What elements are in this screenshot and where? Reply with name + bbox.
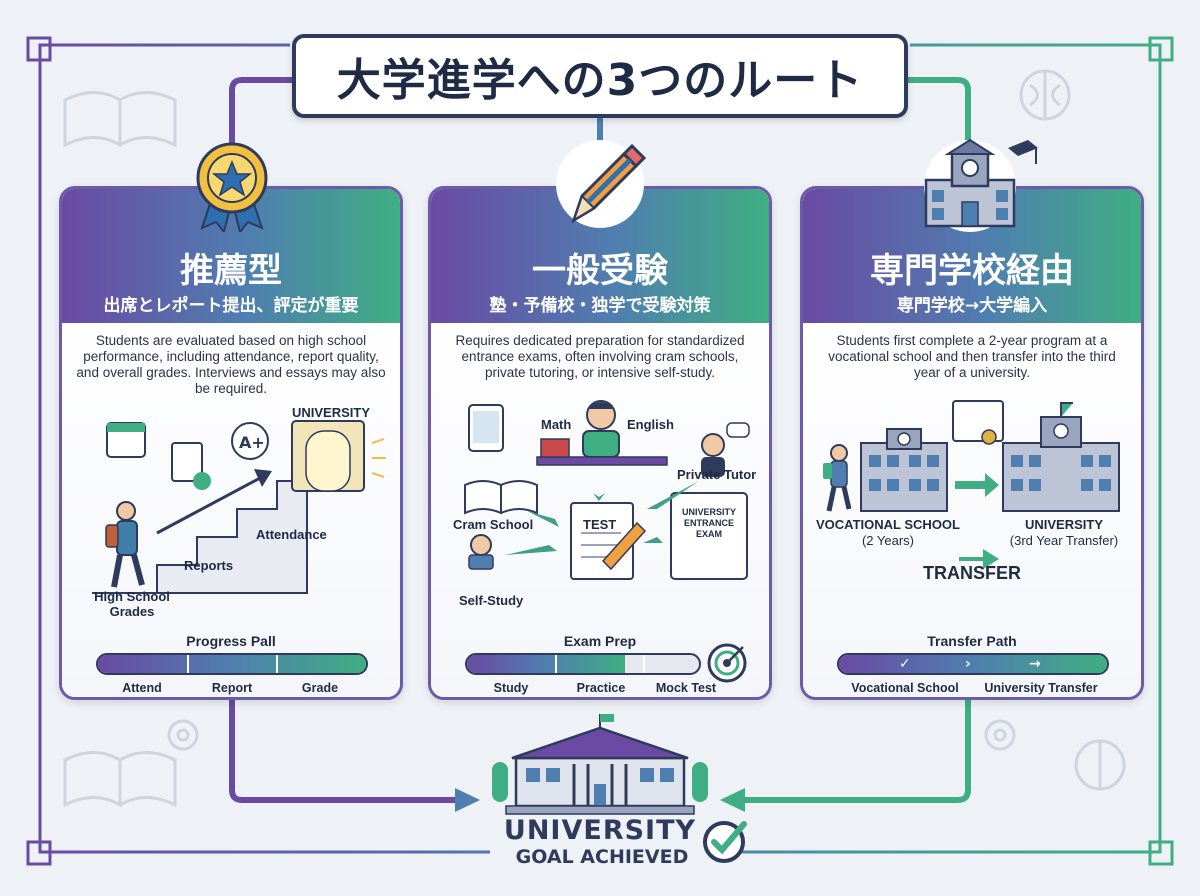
bar-label-attend: Attend	[122, 681, 162, 695]
bar-label-report: Report	[211, 681, 253, 695]
transfer-label: TRANSFER	[923, 563, 1021, 583]
route-panel-recommendation: 推薦型 出席とレポート提出、評定が重要 Students are evaluat…	[59, 186, 403, 700]
panel-description: Students first complete a 2-year program…	[828, 333, 1116, 380]
chevron-right-icon: ›	[965, 656, 971, 672]
bar-label-vocational: Vocational School	[851, 681, 959, 695]
bar-label-mock-test: Mock Test	[655, 681, 717, 695]
progress-divider	[643, 655, 645, 673]
exam-prep-illustration	[464, 400, 750, 580]
bar-label-study: Study	[493, 681, 529, 695]
university-label: UNIVERSITY	[1024, 517, 1103, 532]
target-icon	[707, 643, 747, 683]
transfer-illustration	[823, 400, 1120, 569]
route-panel-vocational: 専門学校経由 専門学校→大学編入 Students first complete…	[800, 186, 1144, 700]
entrance-exam-label: UNIVERSITY ENTRANCE EXAM	[681, 507, 736, 539]
panel-subtitle: 専門学校→大学編入	[896, 296, 1048, 316]
bar-label-practice: Practice	[576, 681, 626, 695]
panel-subtitle: 出席とレポート提出、評定が重要	[103, 296, 359, 316]
math-label: Math	[541, 417, 572, 432]
pencil-icon	[556, 140, 647, 228]
reports-label: Reports	[184, 558, 234, 573]
goal-title: UNIVERSITY	[503, 815, 697, 846]
attendance-label: Attendance	[256, 527, 327, 542]
bar-label-grade: Grade	[301, 681, 339, 695]
progress-bar-title: Transfer Path	[927, 633, 1017, 649]
progress-fill	[98, 655, 366, 673]
school-building-icon	[924, 138, 1038, 232]
goal-subtitle: GOAL ACHIEVED	[515, 846, 689, 868]
checkmark-circle-icon	[703, 821, 747, 863]
arrow-right-icon: →	[1029, 656, 1041, 672]
progress-bar: ✓ › →	[837, 653, 1109, 675]
progress-bar-title: Exam Prep	[563, 633, 637, 649]
self-study-label: Self-Study	[459, 593, 524, 608]
vocational-school-label: VOCATIONAL SCHOOL	[816, 517, 960, 532]
svg-text:A+: A+	[239, 433, 265, 452]
progress-bar	[96, 653, 368, 675]
panel-body: Requires dedicated preparation for stand…	[431, 323, 769, 697]
progress-divider	[276, 655, 278, 673]
panel-body: Students are evaluated based on high sch…	[62, 323, 400, 697]
panel-title: 推薦型	[180, 251, 282, 291]
panel-description: Requires dedicated preparation for stand…	[455, 333, 745, 380]
progress-divider	[555, 655, 557, 673]
english-label: English	[627, 417, 674, 432]
grades-label: High School Grades	[94, 589, 170, 619]
panel-subtitle: 塾・予備校・独学で受験対策	[489, 296, 711, 316]
panel-header: 専門学校経由 専門学校→大学編入	[803, 189, 1141, 323]
title-box: 大学進学への3つのルート	[292, 34, 908, 118]
university-transfer-year-label: (3rd Year Transfer)	[1009, 533, 1119, 548]
private-tutor-label: Private Tutor	[677, 467, 757, 482]
progress-fill	[467, 655, 625, 673]
bar-label-university-transfer: University Transfer	[984, 681, 1098, 695]
panel-title: 一般受験	[532, 251, 668, 291]
panel-header: 推薦型 出席とレポート提出、評定が重要	[62, 189, 400, 323]
test-label: TEST	[583, 517, 617, 532]
progress-bar	[465, 653, 701, 675]
progress-bar-title: Progress Pall	[186, 633, 276, 649]
page-title: 大学進学への3つのルート	[336, 55, 864, 106]
vocational-duration-label: (2 Years)	[861, 533, 915, 548]
medal-icon	[196, 142, 268, 232]
progress-divider	[187, 655, 189, 673]
check-icon: ✓	[899, 656, 911, 672]
panel-title: 専門学校経由	[870, 251, 1074, 291]
staircase-illustration: A+	[92, 420, 386, 594]
route-panel-general-exam: 一般受験 塾・予備校・独学で受験対策 Requires dedicated pr…	[428, 186, 772, 700]
cram-school-label: Cram School	[453, 517, 534, 532]
panel-description: Students are evaluated based on high sch…	[76, 333, 386, 396]
university-goal-icon	[492, 714, 708, 815]
progress-fill	[839, 655, 1107, 673]
university-label: UNIVERSITY	[292, 405, 371, 420]
panel-body: Students first complete a 2-year program…	[803, 323, 1141, 697]
